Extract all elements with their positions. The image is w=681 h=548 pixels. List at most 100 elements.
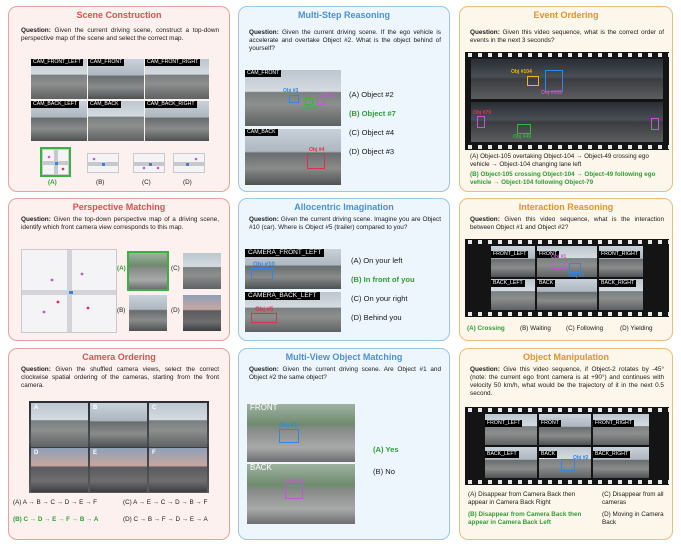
option-a[interactable]: (A) Object-105 overtaking Object-104 → O… <box>470 153 649 168</box>
panel-multi-step-reasoning: Multi-Step Reasoning Question: Given the… <box>238 6 450 192</box>
video-filmstrip: FRONT_LEFT FRONT FRONT_RIGHT BACK_LEFT B… <box>465 407 669 485</box>
map-option-d[interactable] <box>173 153 205 173</box>
camera-image <box>145 101 209 141</box>
camera-label: BACK <box>537 280 556 287</box>
object-box <box>307 153 325 169</box>
camera-label: FRONT <box>537 251 559 258</box>
camera-label: CAM_FRONT_RIGHT <box>145 59 201 66</box>
option-b-label[interactable]: (B) <box>96 179 105 186</box>
panel-interaction-reasoning: Interaction Reasoning Question: Given th… <box>459 198 673 341</box>
option-b[interactable]: (B) Object #7 <box>349 109 396 118</box>
option-c[interactable]: (C) On your right <box>351 294 408 303</box>
option-d[interactable]: (D) Moving in Camera Back <box>602 511 664 526</box>
object-box <box>317 99 325 105</box>
option-a-label[interactable]: (A) <box>117 265 126 272</box>
front-camera-image <box>247 404 355 462</box>
panel-title: Multi-Step Reasoning <box>298 10 390 20</box>
camera-tile-d <box>31 448 88 492</box>
map-diagram <box>43 150 68 174</box>
question-text: Question: Given the current driving scen… <box>249 216 442 231</box>
tile-label: F <box>152 450 156 456</box>
front-camera-image <box>245 70 341 126</box>
camera-tile-a <box>31 403 88 447</box>
object-label: Obj #2 <box>285 479 304 485</box>
camera-label: FRONT_RIGHT <box>599 251 640 258</box>
camera-label: CAMERA_FRONT_LEFT <box>245 249 325 257</box>
option-a[interactable]: (A) Crossing <box>467 325 505 332</box>
map-option-c[interactable] <box>133 153 165 173</box>
panel-title: Event Ordering <box>533 10 599 20</box>
option-d-label[interactable]: (D) <box>171 307 180 314</box>
option-b[interactable]: (B) In front of you <box>351 275 415 284</box>
object-label: Obj #1 <box>551 254 567 260</box>
question-text: Question: Given the shuffled camera view… <box>21 366 220 389</box>
panel-allocentric-imagination: Allocentric Imagination Question: Given … <box>238 198 450 341</box>
object-box <box>289 95 299 103</box>
option-b-label[interactable]: (B) <box>117 307 126 314</box>
tile-label: D <box>34 450 39 456</box>
object-box <box>251 313 277 323</box>
object-label: Obj #1 <box>279 423 298 429</box>
option-b[interactable]: (B) Object-105 crossing Object-104 → Obj… <box>470 171 656 186</box>
object-label: Obj #2 <box>319 93 335 99</box>
film-perforation <box>465 53 669 57</box>
video-filmstrip: Obj #104 Obj #105 Obj #79 Obj #49 <box>465 52 669 150</box>
top-down-map <box>21 249 117 333</box>
camera-label: BACK_LEFT <box>491 280 525 287</box>
option-d[interactable]: (D) Yielding <box>620 325 653 332</box>
option-b[interactable]: (B) No <box>373 467 395 476</box>
option-a[interactable]: (A) Object #2 <box>349 90 394 99</box>
object-label: Obj #105 <box>541 90 562 96</box>
option-c-label[interactable]: (C) <box>142 179 151 186</box>
tile-label: C <box>152 405 157 411</box>
option-a[interactable]: (A) Yes <box>373 445 399 454</box>
option-a-label[interactable]: (A) <box>48 179 57 186</box>
video-frame <box>485 414 537 445</box>
map-option-a[interactable] <box>40 147 71 177</box>
panel-title: Interaction Reasoning <box>518 202 614 212</box>
object-box <box>251 268 273 280</box>
option-a[interactable]: (A) Disappear from Camera Back then appe… <box>468 491 576 506</box>
option-b[interactable]: (B) Disappear from Camera Back then appe… <box>468 511 582 526</box>
option-c[interactable]: (C) Disappear from all cameras <box>602 491 664 506</box>
map-option-b[interactable] <box>87 153 119 173</box>
option-a[interactable]: (A) On your left <box>351 256 403 265</box>
video-frame <box>593 414 649 445</box>
option-b[interactable]: (B) Waiting <box>520 325 551 332</box>
option-d-label[interactable]: (D) <box>183 179 192 186</box>
front-view-option-b[interactable] <box>129 295 167 331</box>
map-diagram <box>134 162 164 170</box>
camera-image <box>31 101 87 141</box>
back-camera-image <box>245 129 341 185</box>
front-view-option-d[interactable] <box>183 295 221 331</box>
camera-image <box>88 59 144 99</box>
question-text: Question: Given this video sequence, wha… <box>470 216 664 231</box>
video-frame <box>471 102 663 142</box>
object-label: Obj #49 <box>513 134 532 140</box>
option-c[interactable]: (C) Object #4 <box>349 128 395 137</box>
camera-label: FRONT <box>250 403 278 412</box>
option-d[interactable]: (D) C → B → F → D → E → A <box>123 516 208 523</box>
option-c[interactable]: (C) Following <box>566 325 604 332</box>
camera-label: CAM_FRONT_LEFT <box>31 59 83 66</box>
film-perforation <box>465 480 669 484</box>
option-c[interactable]: (C) A → E → C → D → B → F <box>123 499 208 506</box>
option-a[interactable]: (A) A → B → C → D → E → F <box>13 499 97 506</box>
question-text: Question: Given the current driving scen… <box>249 29 441 52</box>
option-b[interactable]: (B) C → D → E → F → B → A <box>13 516 99 523</box>
object-label: Obj #10 <box>253 262 275 268</box>
option-d[interactable]: (D) Behind you <box>351 313 402 322</box>
panel-object-manipulation: Object Manipulation Question: Give this … <box>459 348 673 540</box>
camera-label: FRONT_LEFT <box>491 251 529 258</box>
object-label: Obj #3 <box>283 88 299 94</box>
front-view-option-a[interactable] <box>127 251 169 291</box>
object-box <box>545 70 563 92</box>
option-d[interactable]: (D) Object #3 <box>349 147 395 156</box>
camera-tile-f <box>149 448 207 492</box>
object-label: Obj #4 <box>309 147 325 153</box>
object-box <box>517 124 531 134</box>
front-view-option-c[interactable] <box>183 253 221 289</box>
question-text: Question: Given the top-down perspective… <box>21 216 219 231</box>
option-c-label[interactable]: (C) <box>171 265 180 272</box>
object-label: Obj #5 <box>255 307 274 313</box>
